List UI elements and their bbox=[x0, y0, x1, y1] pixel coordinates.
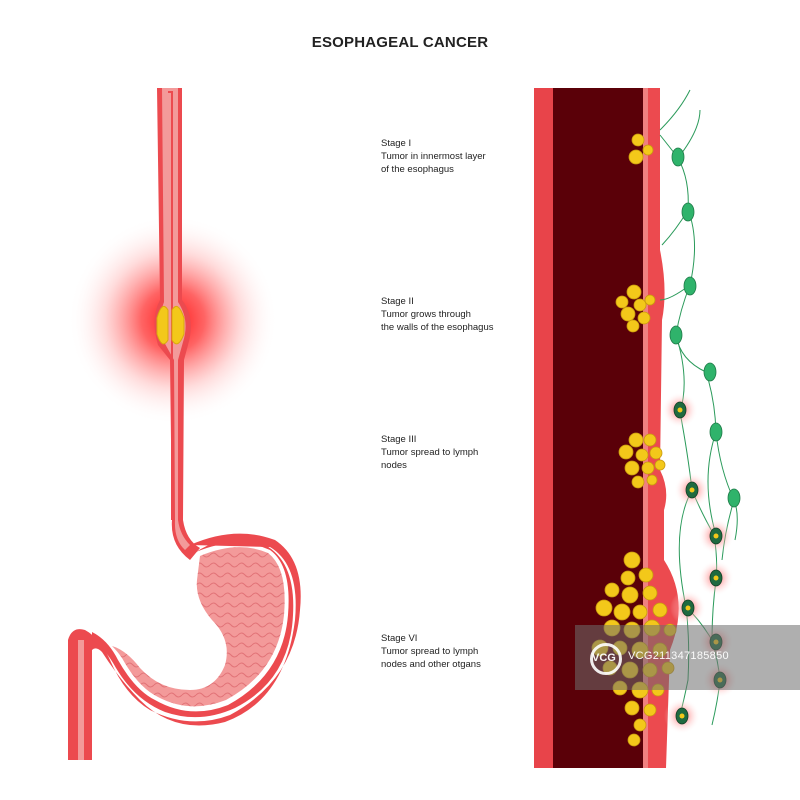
watermark-text: VCG211347185850 bbox=[628, 650, 729, 662]
stomach bbox=[68, 533, 301, 760]
watermark-brand: VCG bbox=[592, 652, 616, 664]
stage-4-name: Stage VI bbox=[381, 633, 418, 644]
stage-1-name: Stage I bbox=[381, 138, 412, 149]
stage-3-desc-line-1: Tumor spread to lymph bbox=[381, 447, 479, 458]
stage-2-name: Stage II bbox=[381, 296, 414, 307]
outer-wall-left bbox=[534, 88, 556, 768]
diagram-title: ESOPHAGEAL CANCER bbox=[311, 34, 489, 51]
tumor-stage-1 bbox=[628, 133, 654, 165]
stage-4-label: Stage VI Tumor spread to lymph nodes and… bbox=[381, 632, 531, 671]
stage-4-desc-line-2: nodes and other otgans bbox=[381, 659, 481, 670]
stage-2-desc-line-2: the walls of the esophagus bbox=[381, 322, 494, 333]
tumor-stage-3 bbox=[618, 432, 666, 489]
left-esophagus-stomach bbox=[68, 88, 301, 760]
stage-4-desc-line-1: Tumor spread to lymph bbox=[381, 646, 479, 657]
stage-3-desc-line-2: nodes bbox=[381, 460, 407, 471]
stage-1-desc-line-2: of the esophagus bbox=[381, 164, 454, 175]
stage-1-label: Stage I Tumor in innermost layer of the … bbox=[381, 137, 531, 176]
stage-2-label: Stage II Tumor grows through the walls o… bbox=[381, 295, 531, 334]
lymph-nodes bbox=[669, 147, 741, 508]
watermark-logo-icon bbox=[590, 643, 622, 675]
stage-2-desc-line-1: Tumor grows through bbox=[381, 309, 471, 320]
stage-3-name: Stage III bbox=[381, 434, 417, 445]
tumor-left bbox=[156, 305, 185, 345]
stage-1-desc-line-1: Tumor in innermost layer bbox=[381, 151, 486, 162]
stage-3-label: Stage III Tumor spread to lymph nodes bbox=[381, 433, 531, 472]
tumor-stage-2 bbox=[615, 284, 656, 333]
